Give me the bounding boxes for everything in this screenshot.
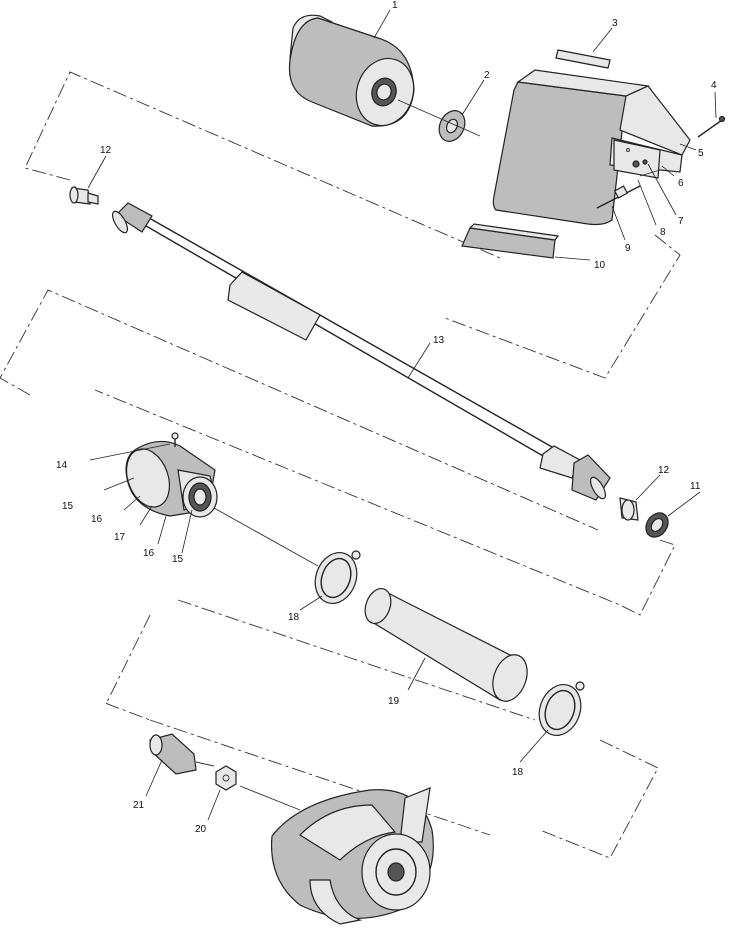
callout-17: 17 bbox=[114, 532, 126, 543]
callout-20: 20 bbox=[195, 824, 207, 835]
callout-3: 3 bbox=[612, 18, 618, 29]
part-18-clamp-bottom bbox=[538, 681, 585, 736]
callout-6: 6 bbox=[678, 178, 684, 189]
part-3-decal bbox=[555, 49, 611, 69]
callout-18-top: 18 bbox=[288, 612, 300, 623]
callout-2: 2 bbox=[484, 70, 490, 81]
callout-18-bottom: 18 bbox=[512, 767, 524, 778]
part-12-bushing-top bbox=[69, 186, 99, 205]
part-1-bearing-housing bbox=[288, 14, 415, 127]
callout-16-right: 16 bbox=[143, 548, 155, 559]
part-21-drive-fitting bbox=[149, 733, 215, 775]
shroud-cover bbox=[492, 69, 691, 226]
impeller bbox=[270, 787, 434, 925]
part-8-9-pins bbox=[596, 169, 661, 209]
part-2-washer bbox=[397, 99, 481, 142]
callout-4: 4 bbox=[711, 80, 717, 91]
callout-1: 1 bbox=[392, 0, 398, 11]
callout-11: 11 bbox=[690, 481, 701, 492]
callout-10: 10 bbox=[594, 260, 606, 271]
callout-12-bottom: 12 bbox=[658, 465, 670, 476]
callout-21: 21 bbox=[133, 800, 145, 811]
part-10-bumper-strip bbox=[461, 223, 560, 259]
callout-labels: 1 2 3 4 5 6 7 8 9 10 11 12 12 13 14 15 1… bbox=[56, 0, 717, 835]
part-18-clamp-top bbox=[314, 550, 361, 604]
callout-7: 7 bbox=[678, 216, 684, 227]
part-13-drive-shaft bbox=[112, 202, 611, 501]
part-20-nut bbox=[215, 765, 301, 811]
callout-15-right: 15 bbox=[172, 554, 184, 565]
callout-13: 13 bbox=[433, 335, 445, 346]
callout-8: 8 bbox=[660, 227, 666, 238]
part-19-tube bbox=[364, 587, 528, 702]
callout-14: 14 bbox=[56, 460, 68, 471]
callout-16-left: 16 bbox=[91, 514, 103, 525]
callout-12-top: 12 bbox=[100, 145, 112, 156]
callout-19: 19 bbox=[388, 696, 400, 707]
callout-9: 9 bbox=[625, 243, 631, 254]
part-4-screw bbox=[697, 115, 726, 138]
callout-5: 5 bbox=[698, 148, 704, 159]
leader-lines bbox=[87, 9, 717, 821]
part-11-seal-ring bbox=[645, 512, 669, 538]
part-12-bushing-bottom bbox=[619, 497, 639, 521]
callout-15-left: 15 bbox=[62, 501, 74, 512]
assembly-boundary-lines bbox=[0, 71, 681, 859]
part-14-17-housing-assembly bbox=[125, 432, 319, 567]
